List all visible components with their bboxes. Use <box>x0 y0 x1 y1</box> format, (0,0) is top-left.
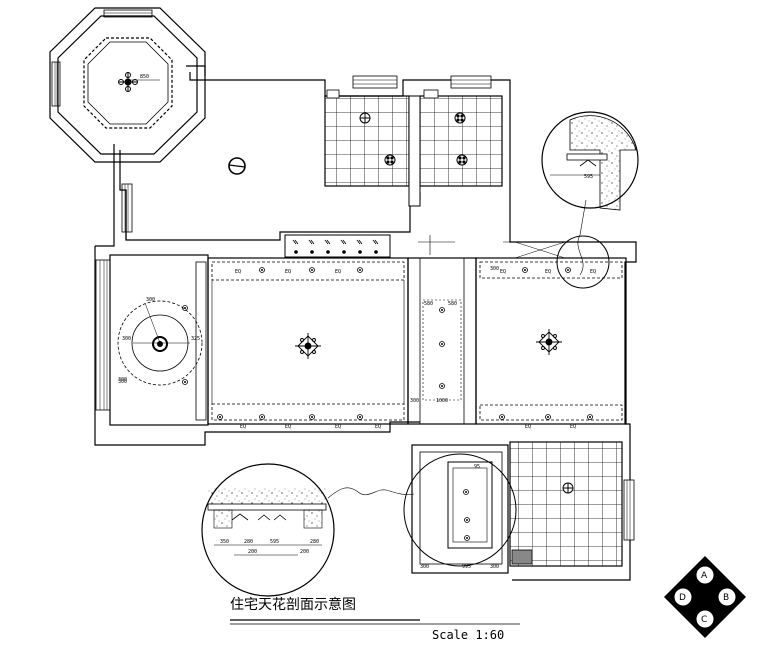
dim-bath-1: 300 <box>420 564 429 570</box>
fan-icon <box>562 482 574 494</box>
light-cluster-icon <box>454 112 466 124</box>
dim-left-1: 300 <box>146 297 155 303</box>
dim-detail-4: 280 <box>310 539 319 545</box>
tiled-room <box>509 441 635 567</box>
chandelier-icon <box>536 329 562 355</box>
dim-detail-top: 595 <box>584 174 593 180</box>
dim-left-bottom: 300 <box>118 377 127 383</box>
right-room: EQ EQ EQ EQ EQ 300 <box>475 241 627 430</box>
compass-c: C <box>701 615 707 625</box>
dim-corridor-1: 580 <box>424 301 433 307</box>
label-eq: EQ <box>235 269 241 275</box>
label-eq: EQ <box>545 269 551 275</box>
label-eq: EQ <box>590 269 596 275</box>
compass-b: B <box>723 593 729 603</box>
compass-a: A <box>701 571 708 581</box>
dim-bath-top: 95 <box>474 464 480 470</box>
chandelier-icon <box>295 333 321 359</box>
dim-top-right: 300 <box>490 266 499 272</box>
dim-octagon: 850 <box>140 74 149 80</box>
dim-corridor-3: 1000 <box>436 398 448 404</box>
bathroom-1 <box>324 75 410 187</box>
bathroom-2 <box>419 75 503 187</box>
label-eq: EQ <box>240 424 246 430</box>
central-living-room: EQ EQ EQ EQ EQ EQ EQ <box>207 257 409 430</box>
central-corridor: 580 580 1000 300 300 <box>118 235 477 425</box>
drawing-title: 住宅天花剖面示意图 <box>230 596 356 613</box>
label-eq: EQ <box>525 424 531 430</box>
octagon-room <box>49 7 206 163</box>
detail-callout-top-right: 595 <box>541 111 639 276</box>
spotlights-top <box>217 267 363 420</box>
bottom-bath: 95 300 995 300 <box>411 444 509 574</box>
ceiling-fixture-icon <box>228 157 246 175</box>
dim-detail-2: 280 <box>244 539 253 545</box>
dim-detail-1: 350 <box>220 539 229 545</box>
compass-icon: A B C D <box>664 556 746 638</box>
dim-corridor-2: 580 <box>448 301 457 307</box>
light-cluster-icon <box>384 154 396 166</box>
fan-icon <box>359 112 371 124</box>
dim-bath-2: 995 <box>462 564 471 570</box>
scale-label: Scale 1:60 <box>432 628 504 642</box>
dim-left-4: 300 <box>118 379 127 385</box>
dim-detail-5: 200 <box>248 549 257 555</box>
label-eq: EQ <box>500 269 506 275</box>
dim-detail-3: 595 <box>270 539 279 545</box>
light-cluster-icon <box>456 154 468 166</box>
label-eq: EQ <box>285 424 291 430</box>
label-eq: EQ <box>285 269 291 275</box>
label-eq: EQ <box>335 269 341 275</box>
callout-circle-bath <box>403 453 517 567</box>
label-eq: EQ <box>570 424 576 430</box>
label-eq: EQ <box>375 424 381 430</box>
closet-strip <box>284 234 391 258</box>
chandelier-icon <box>118 72 138 92</box>
label-eq: EQ <box>335 424 341 430</box>
dim-bath-3: 300 <box>490 564 499 570</box>
dim-left-3: 325 <box>191 336 200 342</box>
detail-callout-bottom-left: 350 280 595 280 200 200 <box>201 463 415 597</box>
callout-circle-right <box>556 235 610 289</box>
compass-d: D <box>679 593 686 603</box>
dim-left-2: 300 <box>122 336 131 342</box>
dim-corridor-4: 300 <box>410 398 419 404</box>
dim-detail-6: 200 <box>300 549 309 555</box>
left-living-room: 300 300 325 300 <box>109 254 209 426</box>
